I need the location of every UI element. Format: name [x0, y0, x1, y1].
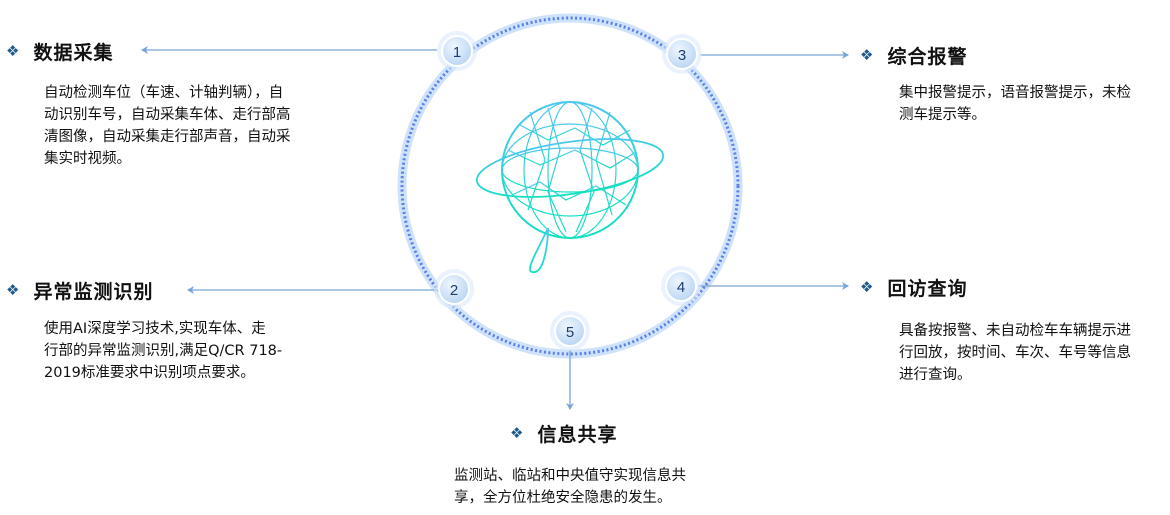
feature-4-description: 具备按报警、未自动检车车辆提示进 行回放，按时间、车次、车号等信息 进行查询。 — [899, 320, 1167, 386]
diamond-cluster-icon: ❖ — [860, 278, 874, 296]
node-1-label: 1 — [453, 44, 461, 61]
feature-5-heading: ❖ 信息共享 — [510, 420, 617, 447]
node-4-label: 4 — [677, 279, 685, 296]
feature-4-line: 具备按报警、未自动检车车辆提示进 — [899, 323, 1131, 339]
feature-5-title: 信息共享 — [537, 424, 618, 446]
node-2-label: 2 — [450, 282, 458, 299]
feature-5-line: 享，全方位杜绝安全隐患的发生。 — [454, 490, 672, 506]
feature-1-title: 数据采集 — [33, 42, 114, 64]
connectors — [141, 46, 849, 410]
feature-3-title: 综合报警 — [887, 46, 968, 68]
feature-1-line: 清图像，自动采集走行部声音，自动采 — [44, 129, 291, 145]
diamond-cluster-icon: ❖ — [6, 42, 20, 60]
feature-2-description: 使用AI深度学习技术,实现车体、走 行部的异常监测识别,满足Q/CR 718- … — [44, 318, 344, 384]
node-3-label: 3 — [678, 47, 686, 64]
diamond-cluster-icon: ❖ — [6, 281, 20, 299]
feature-1-line: 动识别车号，自动采集车体、走行部高 — [44, 107, 291, 123]
diamond-cluster-icon: ❖ — [860, 46, 874, 64]
feature-5-description: 监测站、临站和中央值守实现信息共 享，全方位杜绝安全隐患的发生。 — [454, 465, 734, 509]
feature-1-description: 自动检测车位（车速、计轴判辆），自 动识别车号，自动采集车体、走行部高 清图像，… — [44, 82, 344, 170]
feature-1-line: 自动检测车位（车速、计轴判辆），自 — [44, 85, 284, 101]
feature-2-title: 异常监测识别 — [33, 281, 154, 303]
feature-3-line: 集中报警提示，语音报警提示，未检 — [899, 85, 1131, 101]
feature-2-heading: ❖ 异常监测识别 — [6, 277, 153, 304]
node-3[interactable]: 3 — [662, 34, 702, 74]
feature-4-line: 行回放，按时间、车次、车号等信息 — [899, 345, 1131, 361]
node-2[interactable]: 2 — [434, 269, 474, 309]
feature-4-heading: ❖ 回访查询 — [860, 274, 967, 301]
feature-4-title: 回访查询 — [887, 278, 968, 300]
node-4[interactable]: 4 — [661, 266, 701, 306]
feature-5-line: 监测站、临站和中央值守实现信息共 — [454, 468, 686, 484]
feature-2-line: 使用AI深度学习技术,实现车体、走 — [44, 321, 266, 337]
node-5[interactable]: 5 — [550, 311, 590, 351]
feature-4-line: 进行查询。 — [899, 367, 972, 383]
feature-3-heading: ❖ 综合报警 — [860, 42, 967, 69]
feature-2-line: 2019标准要求中识别项点要求。 — [44, 365, 255, 381]
node-1[interactable]: 1 — [437, 31, 477, 71]
feature-1-heading: ❖ 数据采集 — [6, 38, 113, 65]
globe-network-icon — [475, 101, 665, 273]
feature-1-line: 集实时视频。 — [44, 151, 131, 167]
feature-2-line: 行部的异常监测识别,满足Q/CR 718- — [44, 343, 283, 359]
diamond-cluster-icon: ❖ — [510, 424, 524, 442]
node-5-label: 5 — [566, 324, 574, 341]
feature-3-description: 集中报警提示，语音报警提示，未检 测车提示等。 — [899, 82, 1167, 126]
feature-3-line: 测车提示等。 — [899, 107, 986, 123]
